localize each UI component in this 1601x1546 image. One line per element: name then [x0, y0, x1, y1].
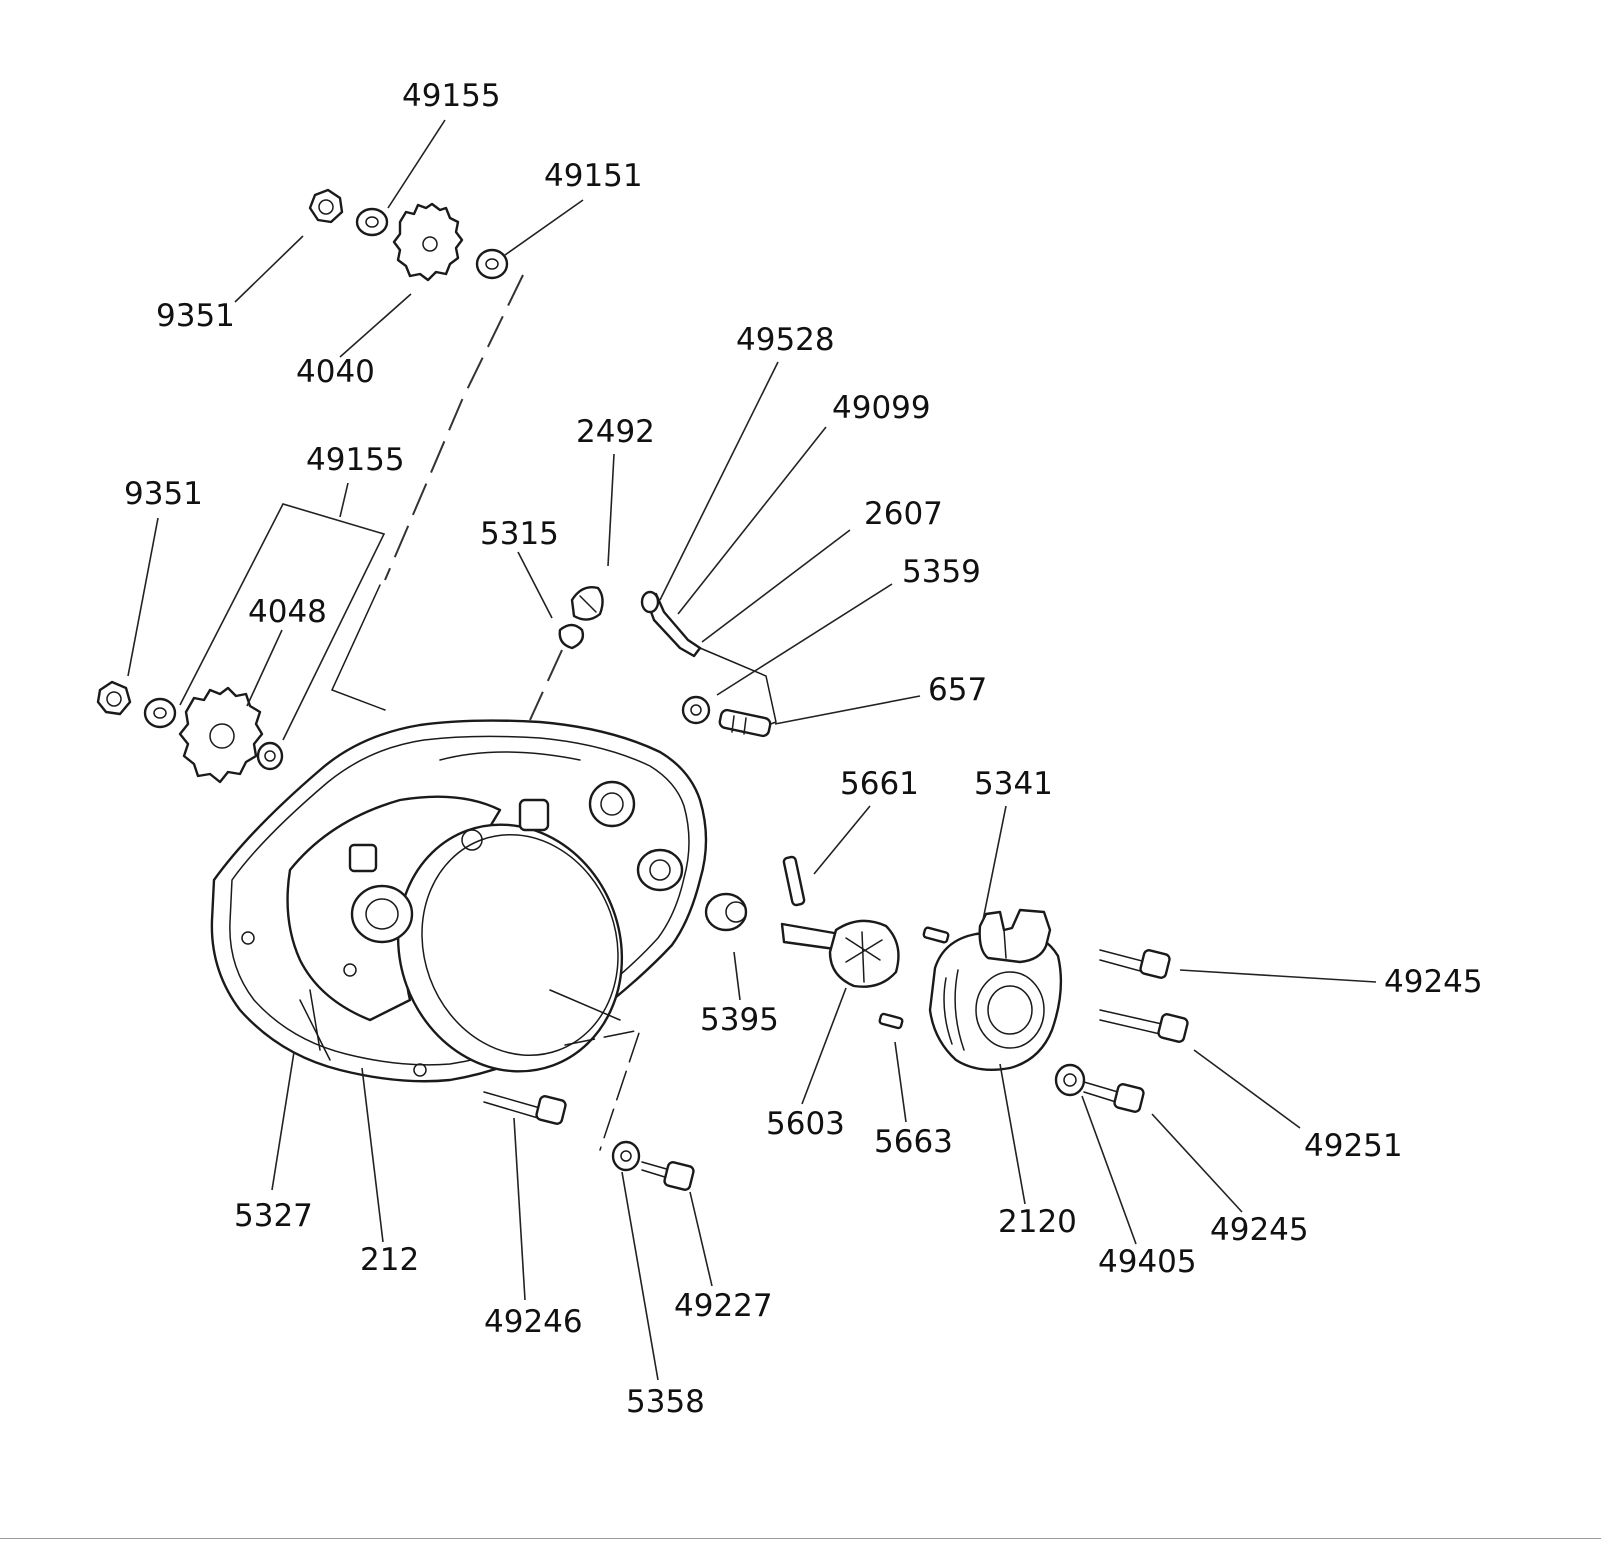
callout-4048: 4048 — [248, 594, 327, 630]
pin-5661 — [782, 855, 806, 907]
pump-outlet-5341 — [978, 908, 1052, 964]
screw-49227 — [641, 1161, 695, 1191]
callout-labels: 49155 49151 9351 4040 49528 49099 2492 4… — [124, 78, 1483, 1420]
washer-49405 — [1054, 1063, 1086, 1097]
callout-5341: 5341 — [974, 766, 1053, 802]
callout-5359: 5359 — [902, 554, 981, 590]
washer-upper-right — [475, 248, 509, 280]
screw-657 — [718, 708, 772, 738]
screw-49245-upper — [1099, 949, 1171, 979]
pin-5663b — [878, 1012, 904, 1030]
gear-lower — [178, 686, 264, 784]
callout-5315: 5315 — [480, 516, 559, 552]
washer-upper — [355, 207, 389, 237]
plug-2492 — [570, 586, 604, 621]
washer-lower-right — [256, 741, 284, 771]
clutch-cover-212 — [210, 719, 708, 1083]
callout-49246: 49246 — [484, 1304, 583, 1340]
impeller-5603 — [780, 919, 900, 988]
parts-drawing — [96, 188, 1189, 1191]
callout-2607: 2607 — [864, 496, 943, 532]
screw-49246 — [483, 1091, 567, 1125]
callout-5663: 5663 — [874, 1124, 953, 1160]
callout-49155-top: 49155 — [402, 78, 501, 114]
callout-49528: 49528 — [736, 322, 835, 358]
leader-lines — [127, 119, 1377, 1381]
assembly-path-plug — [529, 649, 563, 721]
bush-5395 — [704, 892, 748, 932]
callout-5661: 5661 — [840, 766, 919, 802]
callout-657: 657 — [928, 672, 987, 708]
hose-49528 — [640, 590, 702, 658]
callout-5327: 5327 — [234, 1198, 313, 1234]
callout-49251: 49251 — [1304, 1128, 1403, 1164]
gear-upper — [392, 202, 464, 282]
callout-4040: 4040 — [296, 354, 375, 390]
pin-5663a — [922, 926, 950, 944]
callout-49245-lower: 49245 — [1210, 1212, 1309, 1248]
callout-49245-right: 49245 — [1384, 964, 1483, 1000]
bottom-divider — [0, 1538, 1601, 1539]
nut-lower — [96, 680, 132, 716]
screw-49251 — [1099, 1009, 1189, 1043]
callout-49151: 49151 — [544, 158, 643, 194]
assembly-path-upper-b — [330, 584, 386, 711]
assembly-path-upper — [384, 274, 524, 581]
callout-49405: 49405 — [1098, 1244, 1197, 1280]
nut-upper — [308, 188, 344, 224]
callout-5358: 5358 — [626, 1384, 705, 1420]
callout-5395: 5395 — [700, 1002, 779, 1038]
washer-5359 — [681, 695, 711, 725]
callout-5603: 5603 — [766, 1106, 845, 1142]
callout-49227: 49227 — [674, 1288, 773, 1324]
callout-9351-mid: 9351 — [124, 476, 203, 512]
washer-lower — [143, 697, 177, 729]
assembly-path-cover — [564, 1029, 642, 1151]
callout-212: 212 — [360, 1242, 419, 1278]
callout-2492: 2492 — [576, 414, 655, 450]
callout-49099: 49099 — [832, 390, 931, 426]
callout-9351-top: 9351 — [156, 298, 235, 334]
screw-49245-lower — [1083, 1081, 1145, 1113]
plug-5315 — [558, 623, 585, 650]
callout-2120: 2120 — [998, 1204, 1077, 1240]
callout-49155-mid: 49155 — [306, 442, 405, 478]
washer-5358 — [611, 1140, 641, 1172]
